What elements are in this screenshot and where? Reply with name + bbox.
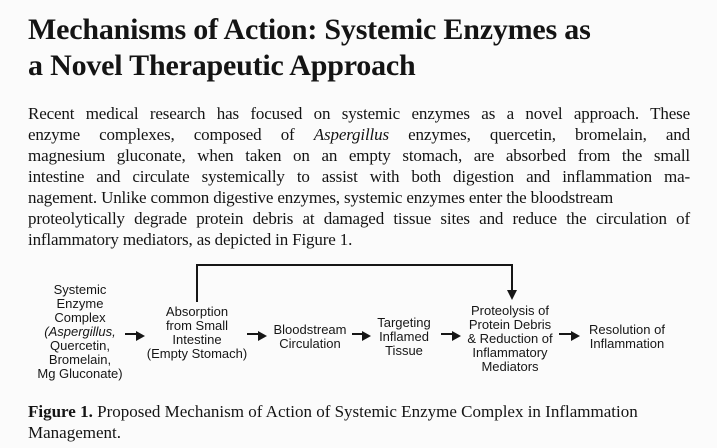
figure-caption: Figure 1. Proposed Mechanism of Action o… <box>28 401 690 443</box>
paragraph-line: proteolytically degrade protein debris a… <box>28 209 690 228</box>
figure-label: Figure 1. <box>28 402 93 421</box>
italic-term: Aspergillus <box>313 125 389 144</box>
page-title: Mechanisms of Action: Systemic Enzymes a… <box>28 12 690 84</box>
node-line: Absorption <box>165 304 229 319</box>
node-line: Complex <box>54 310 106 325</box>
node-line: (Aspergillus, <box>44 324 116 339</box>
title-line-1: Mechanisms of Action: Systemic Enzymes a… <box>28 13 591 46</box>
flow-node-targeting-inflamed-tissue: Targeting Inflamed Tissue <box>363 316 445 358</box>
node-line: Protein Debris <box>468 317 552 332</box>
flow-diagram: Systemic Enzyme Complex (Aspergillus, Qu… <box>0 255 717 398</box>
node-line: Inflammation <box>589 336 665 351</box>
right-arrow-icon <box>559 331 580 341</box>
intro-paragraph: Recent medical research has focused on s… <box>28 103 690 250</box>
flow-node-absorption-small-intestine: Absorption from Small Intestine (Empty S… <box>138 305 256 361</box>
paragraph-line: Recent medical research has focused on s… <box>28 104 690 123</box>
feedback-connector-arrow <box>196 264 517 302</box>
paragraph-line: magnesium gluconate, when taken on an em… <box>28 146 690 165</box>
flow-node-resolution-of-inflammation: Resolution of Inflammation <box>574 323 680 351</box>
title-line-2: a Novel Therapeutic Approach <box>28 49 416 82</box>
node-line: Systemic <box>53 282 107 297</box>
paragraph-line: intestine and circulate systemically to … <box>28 167 690 186</box>
paragraph-text: enzyme complexes, composed of <box>28 125 295 144</box>
node-line: Mediators <box>481 359 539 374</box>
node-line: Circulation <box>279 336 341 351</box>
node-line: Resolution of <box>589 322 665 337</box>
node-line: Inflamed <box>379 329 429 344</box>
right-arrow-icon <box>441 331 461 341</box>
flow-node-systemic-enzyme-complex: Systemic Enzyme Complex (Aspergillus, Qu… <box>15 283 145 381</box>
paragraph-line: inflammatory mediators, as depicted in F… <box>28 230 353 249</box>
node-line: (Empty Stomach) <box>146 346 248 361</box>
node-line: Enzyme <box>56 296 104 311</box>
paragraph-line: enzyme complexes, composed of Aspergillu… <box>28 124 690 145</box>
right-arrow-icon <box>352 331 371 341</box>
node-line: Mg Gluconate) <box>37 366 123 381</box>
node-line: Bromelain, <box>48 352 112 367</box>
node-line: & Reduction of <box>467 331 553 346</box>
node-line: Inflammatory <box>472 345 548 360</box>
flow-node-proteolysis-protein-debris: Proteolysis of Protein Debris & Reductio… <box>452 304 568 374</box>
node-line: Proteolysis of <box>470 303 550 318</box>
caption-line: Figure 1. Proposed Mechanism of Action o… <box>28 401 690 422</box>
right-arrow-icon <box>247 331 267 341</box>
flow-node-bloodstream-circulation: Bloodstream Circulation <box>258 323 362 351</box>
paragraph-text: enzymes, quercetin, bromelain, and <box>408 125 690 144</box>
paragraph-line: nagement. Unlike common digestive enzyme… <box>28 188 614 207</box>
node-line: Intestine <box>172 332 222 347</box>
caption-text: Proposed Mechanism of Action of Systemic… <box>97 402 638 421</box>
node-line: Bloodstream <box>273 322 347 337</box>
caption-line: Management. <box>28 423 121 442</box>
node-line: Tissue <box>385 343 423 358</box>
node-line: Quercetin, <box>50 338 110 353</box>
node-line: Targeting <box>377 315 431 330</box>
right-arrow-icon <box>125 331 145 341</box>
node-line: from Small <box>165 318 229 333</box>
